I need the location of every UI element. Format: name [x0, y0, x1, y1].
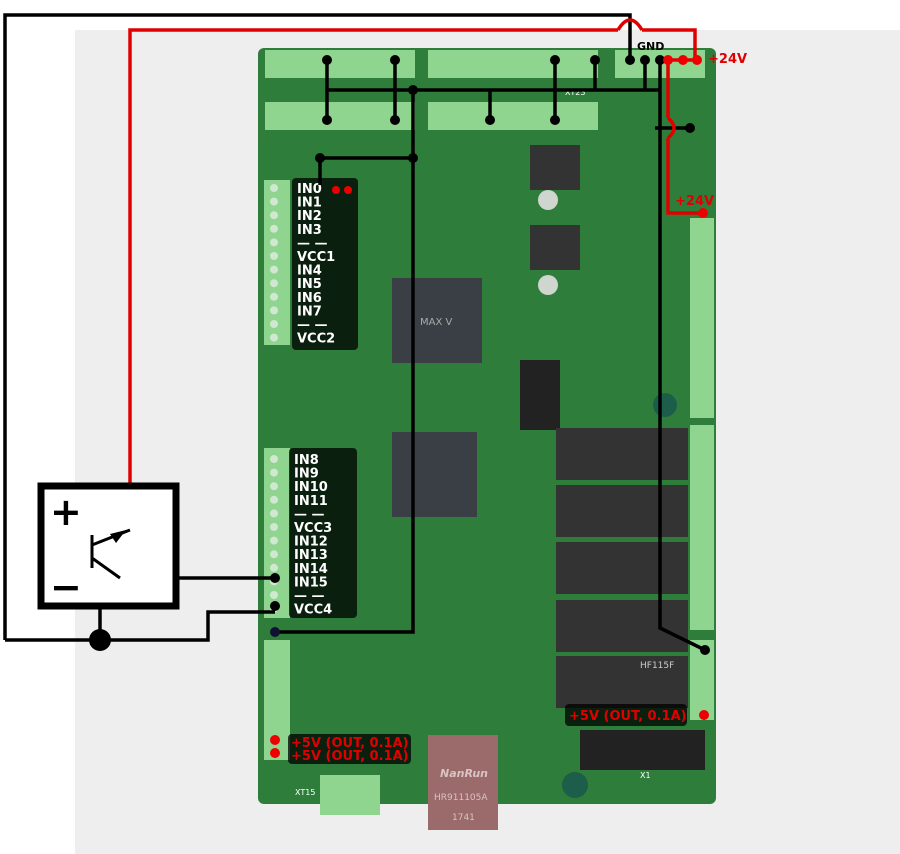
input-label: IN12 — [294, 535, 328, 550]
terminal-hole — [270, 306, 278, 315]
input-labels-2 — [289, 448, 357, 618]
input-label: IN0 — [297, 182, 322, 197]
terminal-hole — [270, 279, 278, 288]
input-label: — — — [297, 236, 328, 251]
mcu-chip — [392, 432, 477, 517]
input-label: IN11 — [294, 494, 328, 509]
input-label: VCC3 — [294, 521, 332, 536]
terminal-hole — [270, 482, 278, 491]
cpld-label: MAX V — [420, 317, 452, 328]
input-label: IN6 — [297, 291, 322, 306]
terminal-hole — [270, 292, 278, 301]
input-label: IN13 — [294, 548, 328, 563]
terminal-hole — [270, 509, 278, 518]
terminal-hole — [270, 224, 278, 233]
terminal-hole — [270, 523, 278, 531]
input-label: IN2 — [297, 209, 322, 224]
input-label: — — — [294, 589, 325, 604]
input-label: IN5 — [297, 277, 322, 292]
x1-header — [580, 730, 705, 770]
input-label: IN9 — [294, 467, 319, 482]
input-label: VCC2 — [297, 332, 335, 347]
positive-dots — [663, 55, 708, 218]
terminal-hole — [270, 495, 278, 504]
terminal-hole — [270, 197, 278, 206]
input-label: — — — [297, 318, 328, 333]
sensor-plus: + — [50, 490, 82, 534]
input-label: VCC1 — [297, 250, 335, 265]
pcb-board: MAX V HF115F NanRun HR911105A 1741 X1 XT… — [258, 48, 716, 830]
plus-24v-label-top: +24V — [708, 52, 747, 67]
npn-sensor: + − — [37, 482, 180, 610]
terminal-hole — [270, 563, 278, 572]
terminal-hole — [270, 184, 278, 192]
input-labels-1 — [292, 178, 358, 350]
terminal-hole — [270, 211, 278, 220]
terminal-hole — [270, 468, 278, 477]
input-label: IN4 — [297, 264, 322, 279]
gnd-label: GND — [637, 40, 664, 53]
terminal-hole — [270, 536, 278, 545]
cpld-chip — [392, 278, 482, 363]
terminal-hole — [270, 320, 278, 328]
terminal-hole — [270, 550, 278, 559]
ground-dots — [89, 55, 710, 655]
input-label: — — — [294, 507, 325, 522]
terminal-hole — [270, 265, 278, 274]
input-label: IN14 — [294, 562, 328, 577]
out-5v-label-2: +5V (OUT, 0.1A) — [291, 749, 409, 764]
rj45-connector — [428, 735, 498, 830]
terminal-hole — [270, 591, 278, 599]
xt23-label: XT23 — [565, 88, 585, 97]
rj45-date: 1741 — [452, 813, 475, 823]
rj45-model: HR911105A — [434, 793, 488, 803]
inductor-1 — [530, 145, 580, 190]
input-label: VCC4 — [294, 603, 332, 618]
input-label: IN8 — [294, 453, 319, 468]
input-label: IN1 — [297, 196, 322, 211]
terminal-hole — [270, 252, 278, 260]
input-label: IN15 — [294, 575, 328, 590]
inductor-2 — [530, 225, 580, 270]
input-label: IN7 — [297, 304, 322, 319]
terminal-hole — [270, 333, 278, 342]
xt15-label: XT15 — [295, 788, 315, 797]
input-label: IN3 — [297, 223, 322, 238]
input-label: IN10 — [294, 480, 328, 495]
relay-label: HF115F — [640, 661, 674, 671]
out-5v-label-1: +5V (OUT, 0.1A) — [291, 736, 409, 751]
terminal-hole — [270, 455, 278, 463]
out-5v-dots — [270, 710, 709, 758]
out-5v-label-3: +5V (OUT, 0.1A) — [569, 709, 687, 724]
x1-label: X1 — [640, 771, 651, 780]
plus-24v-label-side: +24V — [675, 194, 714, 209]
sensor-minus: − — [50, 565, 82, 609]
terminal-hole — [270, 238, 278, 247]
rj45-brand: NanRun — [440, 767, 488, 780]
